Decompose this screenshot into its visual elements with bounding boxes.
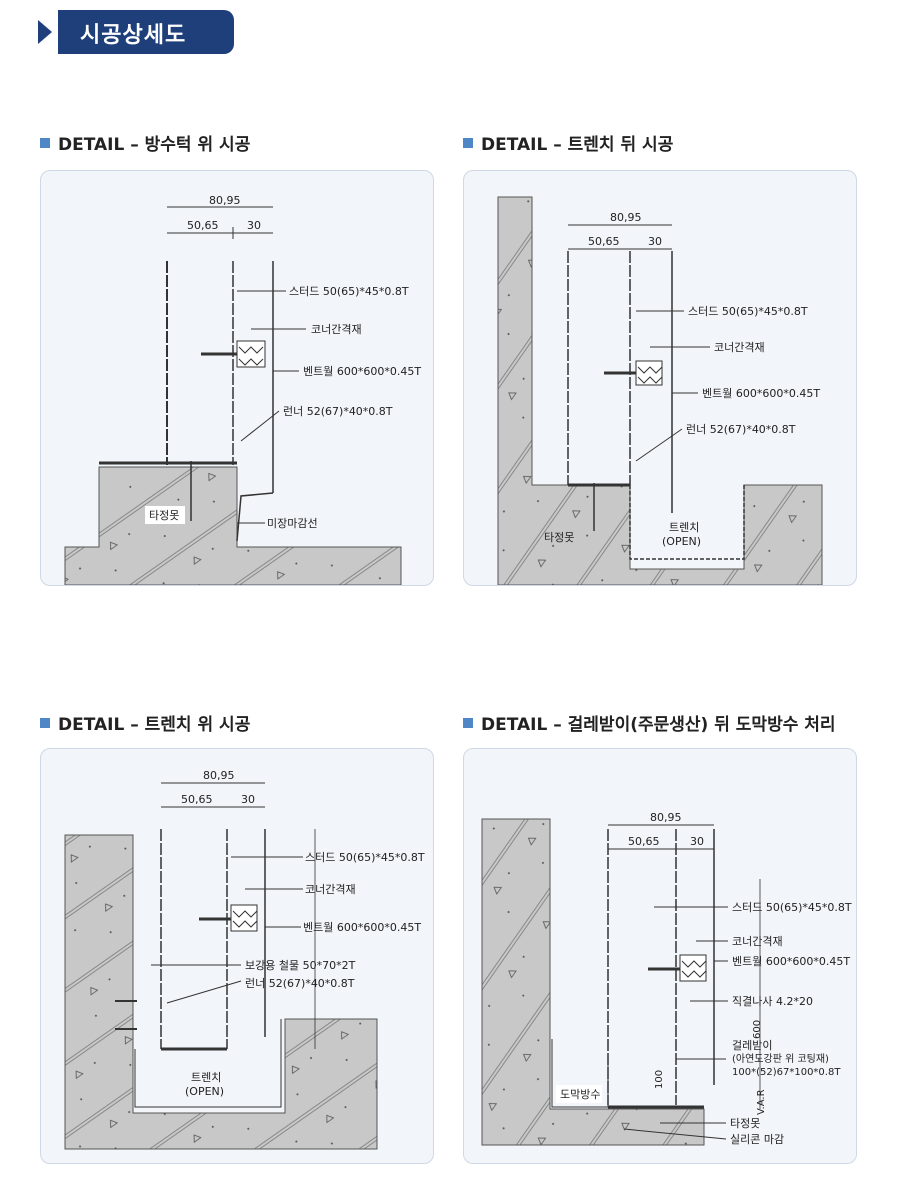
ventwall-label: 벤트월 600*600*0.45T: [732, 955, 850, 968]
section-title-text: DETAIL – 걸레받이(주문생산) 뒤 도막방수 처리: [481, 715, 836, 735]
detail-panel-4: 80,95 50,65 30 스터드 50(65)*45*0.8T 코너간격재 …: [463, 748, 857, 1164]
corner-label: 코너간격재: [305, 883, 356, 896]
ventwall-label: 벤트월 600*600*0.45T: [303, 921, 421, 934]
section-title-text: DETAIL – 방수턱 위 시공: [58, 135, 251, 155]
runner-label: 런너 52(67)*40*0.8T: [245, 977, 355, 990]
dim-total-label: 80,95: [209, 194, 241, 207]
waterproof-label: 도막방수: [560, 1088, 600, 1101]
dim-a-label: 50,65: [588, 235, 620, 248]
corner-spacer: [236, 340, 266, 368]
detail-panel-2: 80,95 50,65 30 스터드 50(65)*45*0.8T 코너간격재 …: [463, 170, 857, 586]
silicone-label: 실리콘 마감: [730, 1133, 784, 1146]
stud-label: 스터드 50(65)*45*0.8T: [289, 285, 409, 298]
corner-spacer: [230, 904, 258, 932]
stud-label: 스터드 50(65)*45*0.8T: [305, 851, 425, 864]
bullet-icon: [463, 137, 473, 148]
screw-label: 직결나사 4.2*20: [732, 995, 813, 1008]
page-header: 시공상세도: [38, 10, 234, 54]
dim-total-label: 80,95: [203, 769, 235, 782]
dim-a-label: 50,65: [181, 793, 213, 806]
steel-label: 보강용 철물 50*70*2T: [245, 959, 356, 972]
trench-label: 트렌치: [669, 521, 699, 534]
detail-drawing-4: 80,95 50,65 30 스터드 50(65)*45*0.8T 코너간격재 …: [481, 811, 852, 1146]
section-title-text: DETAIL – 트렌치 위 시공: [58, 715, 251, 735]
trench-open-label: (OPEN): [185, 1085, 224, 1098]
section-title-3: DETAIL – 트렌치 위 시공: [40, 710, 250, 735]
nail-label: 타정못: [544, 531, 574, 544]
dim-b-label: 30: [247, 219, 261, 232]
header-pill: [58, 10, 234, 54]
concrete-slab: [64, 466, 402, 585]
stud-label: 스터드 50(65)*45*0.8T: [688, 305, 808, 318]
dim-a-label: 50,65: [187, 219, 219, 232]
trench-liner: [134, 1019, 282, 1108]
dim-b-label: 30: [690, 835, 704, 848]
corner-label: 코너간격재: [311, 323, 362, 336]
section-title-4: DETAIL – 걸레받이(주문생산) 뒤 도막방수 처리: [463, 710, 836, 735]
concrete-slab: [64, 834, 378, 1150]
ventwall-bottom: [236, 492, 274, 542]
bullet-icon: [463, 717, 473, 728]
dim-total-label: 80,95: [650, 811, 682, 824]
section-title-2: DETAIL – 트렌치 뒤 시공: [463, 130, 673, 155]
header-arrow-icon: [38, 20, 52, 44]
detail-panel-3: 80,95 50,65 30 스터드 50(65)*45*0.8T 코너간격재 …: [40, 748, 434, 1164]
section-title-1: DETAIL – 방수턱 위 시공: [40, 130, 250, 155]
concrete-slab: [481, 818, 705, 1146]
base-label-1: 걸레받이: [732, 1039, 772, 1052]
dim-total-label: 80,95: [610, 211, 642, 224]
base-label-3: 100*(52)67*100*0.8T: [732, 1067, 841, 1078]
base-label-2: (아연도강판 위 코팅재): [732, 1052, 829, 1065]
page-title: 시공상세도: [80, 23, 187, 48]
dim-var-label: V.A.R: [756, 1089, 767, 1115]
dim-b-label: 30: [241, 793, 255, 806]
finish-line-label: 미장마감선: [267, 517, 318, 530]
section-title-text: DETAIL – 트렌치 뒤 시공: [481, 135, 674, 155]
ventwall-label: 벤트월 600*600*0.45T: [702, 387, 820, 400]
corner-label: 코너간격재: [732, 935, 783, 948]
corner-label: 코너간격재: [714, 341, 765, 354]
dim-100-label: 100: [654, 1070, 665, 1089]
label-bg: [556, 1085, 602, 1103]
ventwall-label: 벤트월 600*600*0.45T: [303, 365, 421, 378]
runner-label: 런너 52(67)*40*0.8T: [686, 423, 796, 436]
detail-drawing-2: 80,95 50,65 30 스터드 50(65)*45*0.8T 코너간격재 …: [497, 196, 823, 585]
label-bg: [145, 506, 185, 524]
corner-spacer-pattern: [238, 346, 264, 366]
dim-600-label: 600: [752, 1020, 763, 1039]
corner-spacer: [679, 954, 707, 982]
stud-label: 스터드 50(65)*45*0.8T: [732, 901, 852, 914]
bullet-icon: [40, 717, 50, 728]
trench-open-label: (OPEN): [662, 535, 701, 548]
dim-a-label: 50,65: [628, 835, 660, 848]
detail-panel-1: 80,95 50,65 30 스터드 50(65)*45*0.8T 코너간격재 …: [40, 170, 434, 586]
concrete-slab: [497, 196, 823, 585]
nail-label: 타정못: [730, 1117, 760, 1130]
trench-label: 트렌치: [191, 1071, 221, 1084]
runner-label: 런너 52(67)*40*0.8T: [283, 405, 393, 418]
bullet-icon: [40, 137, 50, 148]
trench-liner: [629, 485, 745, 560]
dim-b-label: 30: [648, 235, 662, 248]
detail-drawing-1: 80,95 50,65 30 스터드 50(65)*45*0.8T 코너간격재 …: [64, 194, 421, 585]
nail-label: 타정못: [149, 509, 179, 522]
detail-drawing-3: 80,95 50,65 30 스터드 50(65)*45*0.8T 코너간격재 …: [64, 769, 425, 1150]
